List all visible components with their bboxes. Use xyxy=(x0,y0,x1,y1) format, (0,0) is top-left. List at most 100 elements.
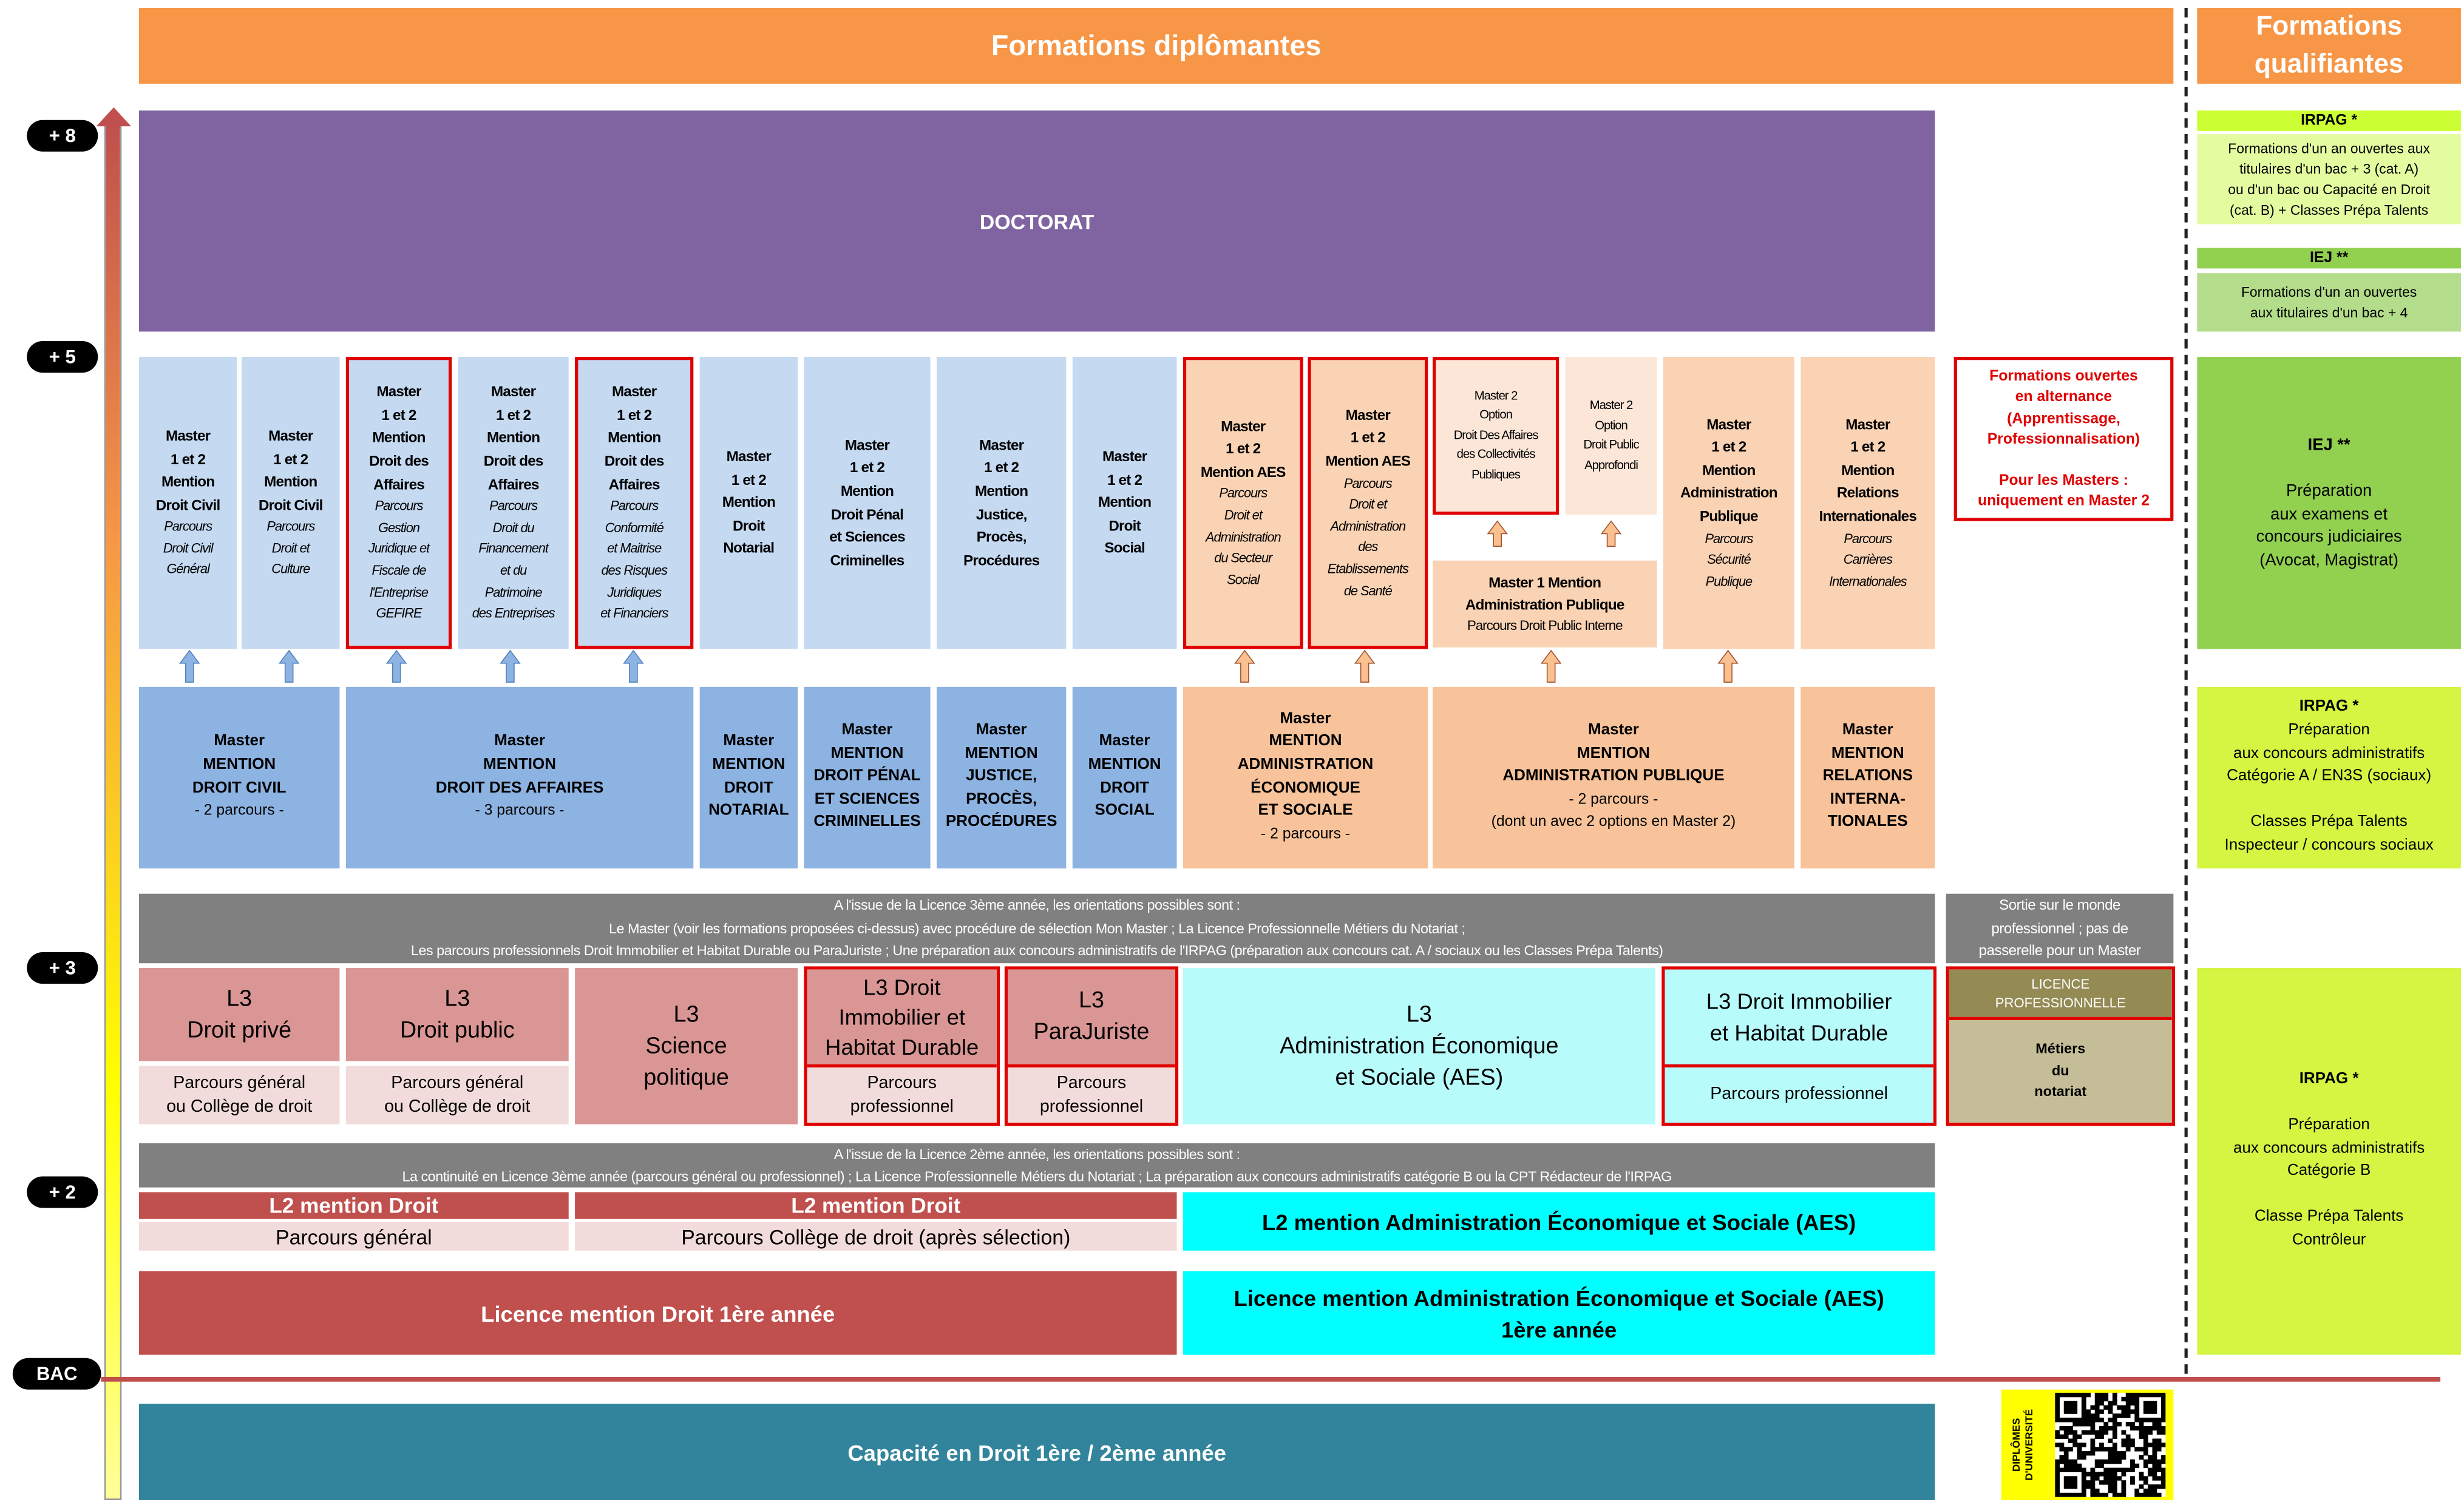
master-title: Master 1 et 2 Mention Droit Civil xyxy=(155,427,220,513)
irpag-categorie-b-block: IRPAG * Préparation aux concours adminis… xyxy=(2197,968,2461,1355)
iej-text: Préparation aux examens et concours judi… xyxy=(2256,482,2402,570)
up-arrow-icon xyxy=(1234,649,1255,683)
qr-code-icon xyxy=(2055,1392,2166,1497)
master-parcours: Parcours Sécurité Publique xyxy=(1705,530,1753,589)
master-parcours: Master 2 Option Droit Des Affaires des C… xyxy=(1453,388,1539,481)
l3-droit-immobilier-aes: L3 Droit Immobilier et Habitat Durable P… xyxy=(1661,966,1937,1126)
l3-parajuriste: L3 ParaJuriste Parcours professionnel xyxy=(1004,966,1179,1126)
l3-droit-prive-parcours: Parcours général ou Collège de droit xyxy=(138,1066,340,1125)
master-mention-block: Master MENTION DROIT NOTARIAL xyxy=(699,686,798,869)
level-label-bac-plus-3: + 3 xyxy=(27,952,98,984)
level-label-bac-plus-2: + 2 xyxy=(27,1176,98,1208)
doctorat-block: DOCTORAT xyxy=(138,110,1935,332)
master-mention-block: Master MENTION DROIT SOCIAL xyxy=(1072,686,1177,869)
master-parcours: Master 2 Option Droit Public Approfondi xyxy=(1583,397,1639,472)
master-mention-block: Master MENTION JUSTICE, PROCÈS, PROCÉDUR… xyxy=(936,686,1067,869)
master-title: Master 1 et 2 Mention Administration Pub… xyxy=(1680,416,1778,524)
master-parcours: Parcours Droit et Administration des Eta… xyxy=(1327,475,1409,598)
master-card: Master 1 et 2 Mention Droit des Affaires… xyxy=(345,357,452,649)
up-arrow-icon xyxy=(500,649,521,683)
master-card: Master 2 Option Droit Des Affaires des C… xyxy=(1433,357,1560,515)
mention-title: Master MENTION ADMINISTRATION PUBLIQUE xyxy=(1502,722,1725,785)
irpag-title: IRPAG * xyxy=(2299,1071,2359,1089)
irpag-text: Préparation aux concours administratifs … xyxy=(2224,722,2434,854)
sortie-monde-pro-info: Sortie sur le monde professionnel ; pas … xyxy=(1946,893,2174,964)
master-card: Master 1 et 2 Mention Droit Pénal et Sci… xyxy=(804,357,931,649)
iej-info-1: Formations d'un an ouvertes aux titulair… xyxy=(2197,273,2461,332)
master-mention-block: Master MENTION ADMINISTRATION ÉCONOMIQUE… xyxy=(1183,686,1428,869)
master-card: Master 1 et 2 Mention Droit des Affaires… xyxy=(575,357,694,649)
l3-title: L3 Droit Immobilier et Habitat Durable xyxy=(807,969,997,1064)
l2-droit-college: L2 mention Droit xyxy=(575,1192,1177,1219)
du-text: DIPLÔMES D'UNIVERSITÉ xyxy=(2012,1409,2036,1481)
master-card: Master 1 et 2 Mention Justice, Procès, P… xyxy=(936,357,1067,649)
irpag-title: IRPAG * xyxy=(2299,698,2359,716)
l2-droit-college-parcours: Parcours Collège de droit (après sélecti… xyxy=(575,1222,1177,1251)
licence-pro-notariat: LICENCE PROFESSIONNELLE Métiers du notar… xyxy=(1946,966,2175,1126)
up-arrow-icon xyxy=(385,649,407,683)
level-axis-bar xyxy=(104,123,122,1500)
up-arrow-icon xyxy=(1354,649,1376,683)
master-mention-block: Master MENTION DROIT PÉNAL ET SCIENCES C… xyxy=(804,686,931,869)
master1-administration-publique: Master 1 Mention Administration Publique… xyxy=(1433,560,1657,648)
l3-parcours: Parcours professionnel xyxy=(1665,1064,1933,1123)
master-title: Master 1 et 2 Mention Relations Internat… xyxy=(1819,416,1917,524)
mention-title: Master MENTION DROIT PÉNAL ET SCIENCES C… xyxy=(813,722,921,831)
master-mention-block: Master MENTION DROIT DES AFFAIRES - 3 par… xyxy=(345,686,694,869)
iej-preparation-block: IEJ ** Préparation aux examens et concou… xyxy=(2197,357,2461,649)
irpag-header-1: IRPAG * xyxy=(2197,110,2461,131)
master-title: Master 1 et 2 Mention AES xyxy=(1200,418,1286,480)
level-axis-arrow-icon xyxy=(96,107,131,127)
l2-aes: L2 mention Administration Économique et … xyxy=(1183,1192,1935,1251)
l3-parcours: Parcours professionnel xyxy=(807,1064,997,1123)
l1-aes: Licence mention Administration Économiqu… xyxy=(1183,1271,1935,1355)
master-parcours: Parcours Gestion Juridique et Fiscale de… xyxy=(368,498,430,621)
iej-header-1: IEJ ** xyxy=(2197,248,2461,269)
master-mention-block: Master MENTION RELATIONS INTERNA- TIONAL… xyxy=(1800,686,1935,869)
up-arrow-icon xyxy=(623,649,644,683)
capacite-en-droit: Capacité en Droit 1ère / 2ème année xyxy=(138,1404,1935,1500)
master-title: Master 1 et 2 Mention Droit Social xyxy=(1098,448,1152,556)
master-card: Master 2 Option Droit Public Approfondi xyxy=(1565,357,1657,515)
licence-pro-title: LICENCE PROFESSIONNELLE xyxy=(1949,969,2172,1017)
qr-code[interactable] xyxy=(2048,1389,2174,1500)
master-parcours: Parcours Conformité et Maitrise des Risq… xyxy=(600,498,668,621)
mention-title: Master MENTION RELATIONS INTERNA- TIONAL… xyxy=(1822,722,1913,831)
mention-parcours-count: - 2 parcours - (dont un avec 2 options e… xyxy=(1491,791,1736,831)
diplomes-universite-label: DIPLÔMES D'UNIVERSITÉ xyxy=(2001,1389,2049,1500)
level-label-bac-plus-5: + 5 xyxy=(27,341,98,373)
mention-title: Master MENTION ADMINISTRATION ÉCONOMIQUE… xyxy=(1237,710,1374,820)
master-card: Master 1 et 2 Mention Droit des Affaires… xyxy=(458,357,569,649)
l3-title: L3 Droit Immobilier et Habitat Durable xyxy=(1665,969,1933,1064)
master-mention-block: Master MENTION ADMINISTRATION PUBLIQUE - … xyxy=(1433,686,1794,869)
master-card: Master 1 et 2 Mention Relations Internat… xyxy=(1800,357,1935,649)
up-arrow-icon xyxy=(179,649,200,683)
master-title: Master 1 Mention Administration Publique xyxy=(1465,574,1624,612)
level-label-bac-plus-8: + 8 xyxy=(27,120,98,152)
master-card: Master 1 et 2 Mention Administration Pub… xyxy=(1663,357,1794,649)
irpag-info-1: Formations d'un an ouvertes aux titulair… xyxy=(2197,134,2461,225)
master-parcours: Parcours Droit Civil Général xyxy=(163,518,214,577)
alternance-masters-text: Pour les Masters : uniquement en Master … xyxy=(1978,471,2150,510)
master-parcours: Parcours Droit Public Interne xyxy=(1467,617,1623,633)
mention-title: Master MENTION JUSTICE, PROCÈS, PROCÉDUR… xyxy=(945,722,1057,831)
level-label-bac: BAC xyxy=(12,1358,101,1390)
master-card: Master 1 et 2 Mention Droit Notarial xyxy=(699,357,798,649)
up-arrow-icon xyxy=(1487,520,1508,547)
up-arrow-icon xyxy=(1600,520,1622,547)
header-diplomantes: Formations diplômantes xyxy=(138,8,2174,84)
master-card: Master 1 et 2 Mention Droit Social xyxy=(1072,357,1177,649)
mention-parcours-count: - 3 parcours - xyxy=(475,802,565,820)
l3-parcours: Parcours professionnel xyxy=(1008,1064,1175,1123)
master-parcours: Parcours Droit et Administration du Sect… xyxy=(1206,485,1281,587)
master-parcours: Parcours Droit et Culture xyxy=(266,518,315,577)
master-mention-block: Master MENTION DROIT CIVIL- 2 parcours - xyxy=(138,686,340,869)
mention-title: Master MENTION DROIT NOTARIAL xyxy=(708,733,789,820)
up-arrow-icon xyxy=(278,649,300,683)
mention-parcours-count: - 2 parcours - xyxy=(194,802,284,820)
divider-dashed xyxy=(2184,8,2188,1374)
mention-title: Master MENTION DROIT DES AFFAIRES xyxy=(435,733,604,797)
l3-orientations-info: A l'issue de la Licence 3ème année, les … xyxy=(138,893,1935,964)
